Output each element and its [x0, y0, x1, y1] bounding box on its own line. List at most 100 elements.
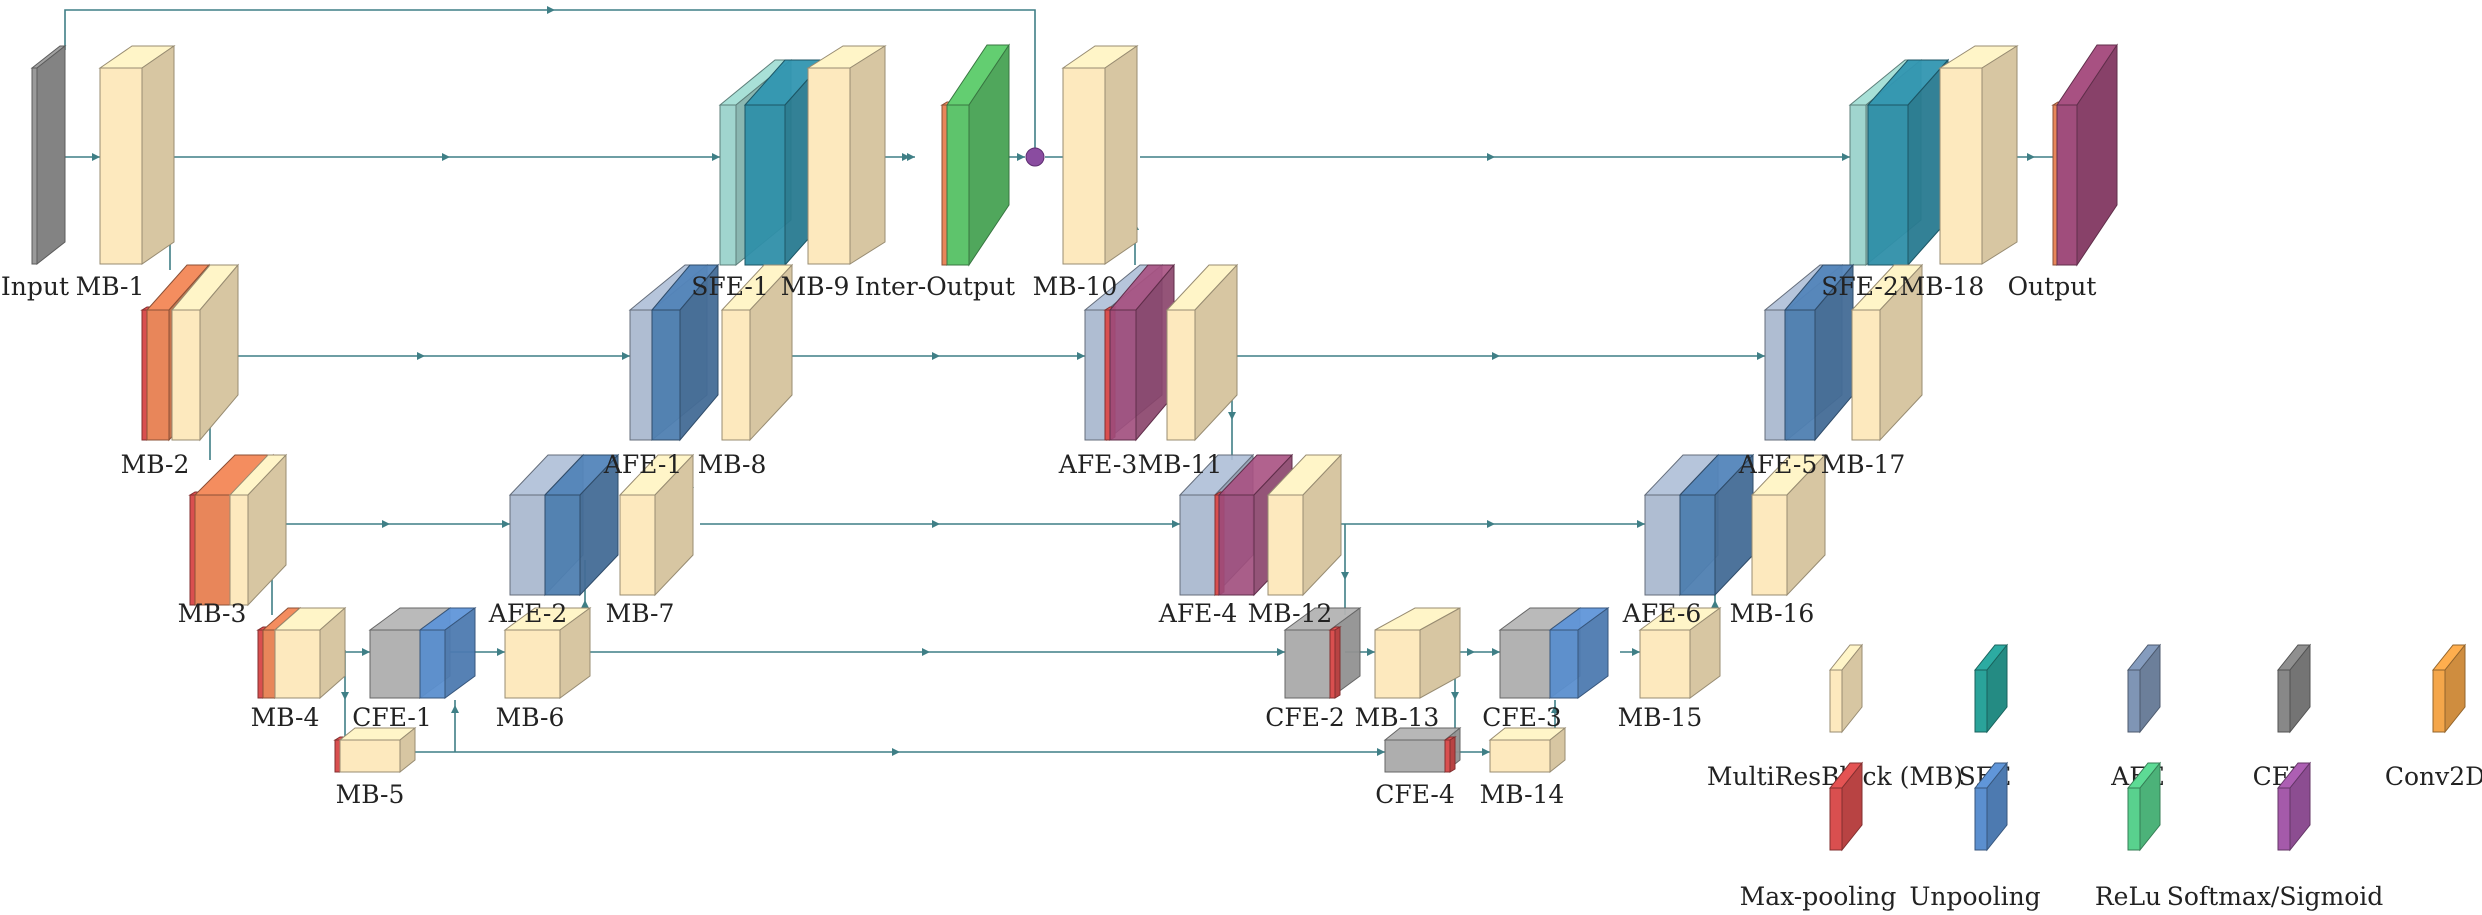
label-mb12: MB-12	[1248, 599, 1333, 628]
arrow-head	[1077, 352, 1085, 360]
arrow-head	[1482, 748, 1490, 756]
legend: MultiResBlock (MB)SFEAFECFEConv2DMax-poo…	[1707, 643, 2482, 911]
legend-swatch-sfe	[1973, 643, 2009, 734]
arrow-head	[362, 648, 370, 656]
mb7-block	[618, 453, 695, 597]
label-cfe3: CFE-3	[1482, 703, 1562, 732]
legend-swatch-relu	[2126, 761, 2162, 852]
mb17-block	[1850, 263, 1924, 442]
network-blocks	[30, 43, 2118, 774]
arrow-head	[581, 600, 589, 608]
arrow-head	[1487, 153, 1495, 161]
mb16-block	[1750, 453, 1827, 597]
legend-label-unpool: Unpooling	[1909, 882, 2040, 911]
arrow-head	[892, 748, 900, 756]
mb5-block	[338, 726, 417, 774]
sfe2-back	[1866, 58, 1950, 267]
arrow-head	[1277, 648, 1285, 656]
mb12-block	[1266, 453, 1343, 597]
mb8-block	[720, 263, 794, 442]
label-cfe4: CFE-4	[1375, 780, 1455, 809]
label-input: Input	[1, 272, 69, 301]
legend-swatch-cfe	[2276, 643, 2312, 734]
arrow-head	[1492, 648, 1500, 656]
arrow-head	[497, 648, 505, 656]
label-mb10: MB-10	[1033, 272, 1118, 301]
arrow-head	[451, 705, 459, 713]
mb15-block	[1638, 607, 1722, 699]
mb3-block	[228, 453, 288, 607]
label-cfe1: CFE-1	[352, 703, 432, 732]
arrow-head	[1487, 520, 1495, 528]
arrow-head	[922, 648, 930, 656]
label-mb4: MB-4	[251, 703, 320, 732]
afe5-back	[1783, 263, 1855, 442]
arrow-head	[1451, 692, 1459, 700]
label-inter: Inter-Output	[855, 272, 1015, 301]
afe6-back	[1678, 453, 1755, 597]
label-afe6: AFE-6	[1622, 599, 1701, 628]
cfe2-pool	[1328, 626, 1342, 699]
legend-swatch-mb	[1828, 643, 1864, 734]
afe2-back	[543, 453, 620, 597]
label-mb2: MB-2	[121, 450, 190, 479]
label-output: Output	[2008, 272, 2097, 301]
arrow-head	[442, 153, 450, 161]
mb18-block	[1938, 45, 2019, 265]
merge-circle	[1025, 147, 1045, 167]
label-cfe2: CFE-2	[1265, 703, 1345, 732]
arrow-head	[382, 520, 390, 528]
arrow-head	[1377, 748, 1385, 756]
arrow-head	[1367, 648, 1375, 656]
label-afe5: AFE-5	[1738, 450, 1817, 479]
mb1-block	[98, 45, 176, 265]
label-mb15: MB-15	[1618, 703, 1703, 732]
label-mb17: MB-17	[1821, 450, 1906, 479]
legend-swatch-conv	[2431, 643, 2467, 734]
arrow-head	[1172, 520, 1180, 528]
arrow-head	[712, 153, 720, 161]
cfe4-pool	[1443, 736, 1457, 773]
arrow-head	[1017, 153, 1025, 161]
arrow-head	[1467, 648, 1475, 656]
label-mb11: MB-11	[1138, 450, 1223, 479]
label-mb13: MB-13	[1355, 703, 1440, 732]
mb6-block	[503, 607, 592, 699]
label-afe2: AFE-2	[488, 599, 567, 628]
output-block	[2056, 43, 2118, 267]
arrow-head	[907, 153, 915, 161]
label-sfe1: SFE-1	[691, 272, 769, 301]
legend-swatch-afe	[2126, 643, 2162, 734]
mb4-block	[273, 606, 347, 700]
arrow-head	[1757, 352, 1765, 360]
afe1-back	[650, 263, 720, 442]
arrow-head	[1711, 600, 1719, 608]
legend-swatch-unpool	[1973, 761, 2009, 852]
legend-label-maxpool: Max-pooling	[1740, 882, 1897, 911]
arrow-head	[1632, 648, 1640, 656]
label-mb8: MB-8	[698, 450, 767, 479]
cfe1-back	[418, 607, 477, 699]
legend-label-softmax: Softmax/Sigmoid	[2167, 882, 2384, 911]
label-mb6: MB-6	[496, 703, 565, 732]
arrow-head	[1341, 572, 1349, 580]
legend-label-conv: Conv2D	[2385, 762, 2482, 791]
label-mb3: MB-3	[178, 599, 247, 628]
arrow-head	[902, 153, 910, 161]
arrow-head	[547, 6, 555, 14]
legend-swatch-maxpool	[1828, 761, 1864, 852]
label-mb5: MB-5	[336, 780, 405, 809]
inter-output-block	[946, 43, 1010, 267]
label-mb16: MB-16	[1730, 599, 1815, 628]
label-mb1: MB-1	[76, 272, 145, 301]
arrow-head	[1637, 520, 1645, 528]
arrow-head	[502, 520, 510, 528]
mb2-block	[170, 263, 240, 442]
arrow-head	[1228, 412, 1236, 420]
cfe3-back	[1548, 607, 1610, 699]
label-afe4: AFE-4	[1158, 599, 1237, 628]
mb14-block	[1488, 726, 1567, 774]
label-afe3: AFE-3	[1058, 450, 1137, 479]
